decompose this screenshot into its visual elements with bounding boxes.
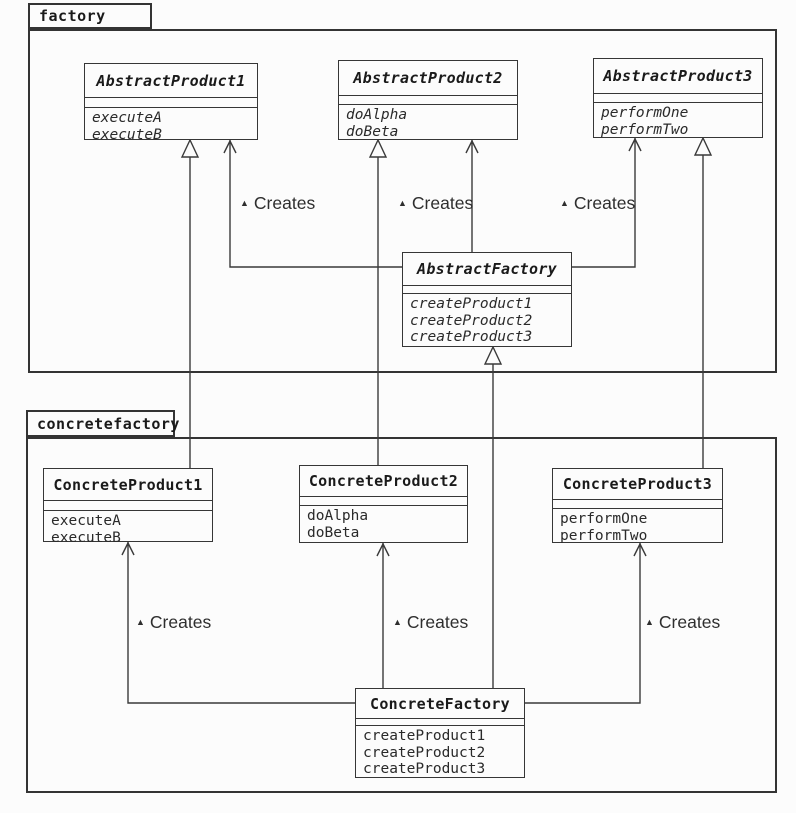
package-concretefactory-label: concretefactory: [37, 414, 180, 433]
class-attributes-compartment-abstract-product-1: [85, 98, 257, 108]
class-attributes-compartment-abstract-factory: [403, 286, 571, 294]
class-title-concrete-product-1: ConcreteProduct1: [44, 469, 212, 501]
class-method: performOne: [601, 105, 689, 121]
class-title-concrete-product-3: ConcreteProduct3: [553, 469, 722, 500]
class-method: executeB: [51, 529, 121, 546]
package-factory-label: factory: [39, 7, 106, 25]
class-title-abstract-product-1: AbstractProduct1: [85, 64, 257, 98]
up-triangle-icon: ▲: [393, 617, 402, 627]
creates-label: ▲ Creates: [240, 193, 315, 214]
class-method: executeA: [92, 110, 162, 126]
class-method: createProduct2: [363, 744, 486, 761]
class-title-abstract-product-2: AbstractProduct2: [339, 61, 517, 96]
class-method: doBeta: [346, 123, 399, 140]
up-triangle-icon: ▲: [136, 617, 145, 627]
class-method: createProduct2: [410, 312, 533, 329]
creates-label-text: Creates: [411, 193, 474, 213]
class-method: performTwo: [601, 121, 689, 138]
class-title-concrete-factory: ConcreteFactory: [356, 689, 524, 719]
class-method: createProduct3: [363, 761, 486, 777]
class-title-abstract-factory: AbstractFactory: [403, 253, 571, 286]
creates-label: ▲ Creates: [560, 193, 635, 214]
class-attributes-compartment-concrete-product-1: [44, 501, 212, 511]
class-method: performTwo: [560, 527, 648, 544]
class-title-concrete-product-2: ConcreteProduct2: [300, 466, 467, 497]
class-attributes-compartment-abstract-product-2: [339, 96, 517, 105]
creates-label: ▲ Creates: [645, 612, 720, 633]
class-method: doAlpha: [307, 508, 369, 524]
creates-label: ▲ Creates: [136, 612, 211, 633]
up-triangle-icon: ▲: [240, 198, 249, 208]
class-method: executeB: [92, 126, 162, 143]
creates-label-text: Creates: [658, 612, 721, 632]
creates-label: ▲ Creates: [398, 193, 473, 214]
class-method: createProduct1: [363, 728, 486, 744]
creates-label-text: Creates: [406, 612, 469, 632]
up-triangle-icon: ▲: [645, 617, 654, 627]
class-method: performOne: [560, 511, 648, 527]
class-attributes-compartment-concrete-product-3: [553, 500, 722, 509]
class-title-abstract-product-3: AbstractProduct3: [594, 59, 762, 94]
creates-label-text: Creates: [253, 193, 316, 213]
class-attributes-compartment-abstract-product-3: [594, 94, 762, 103]
package-concretefactory-tab: concretefactory: [26, 410, 179, 437]
package-concretefactory-body: [26, 437, 777, 793]
class-method: createProduct3: [410, 329, 533, 345]
creates-label: ▲ Creates: [393, 612, 468, 633]
class-method: executeA: [51, 513, 121, 529]
class-method: createProduct1: [410, 296, 533, 312]
class-method: doAlpha: [346, 107, 408, 123]
up-triangle-icon: ▲: [560, 198, 569, 208]
class-method: doBeta: [307, 524, 360, 541]
class-attributes-compartment-concrete-factory: [356, 719, 524, 726]
creates-label-text: Creates: [573, 193, 636, 213]
package-factory-tab: factory: [28, 3, 152, 29]
package-factory-body: [28, 29, 777, 373]
creates-label-text: Creates: [149, 612, 212, 632]
class-attributes-compartment-concrete-product-2: [300, 497, 467, 506]
up-triangle-icon: ▲: [398, 198, 407, 208]
